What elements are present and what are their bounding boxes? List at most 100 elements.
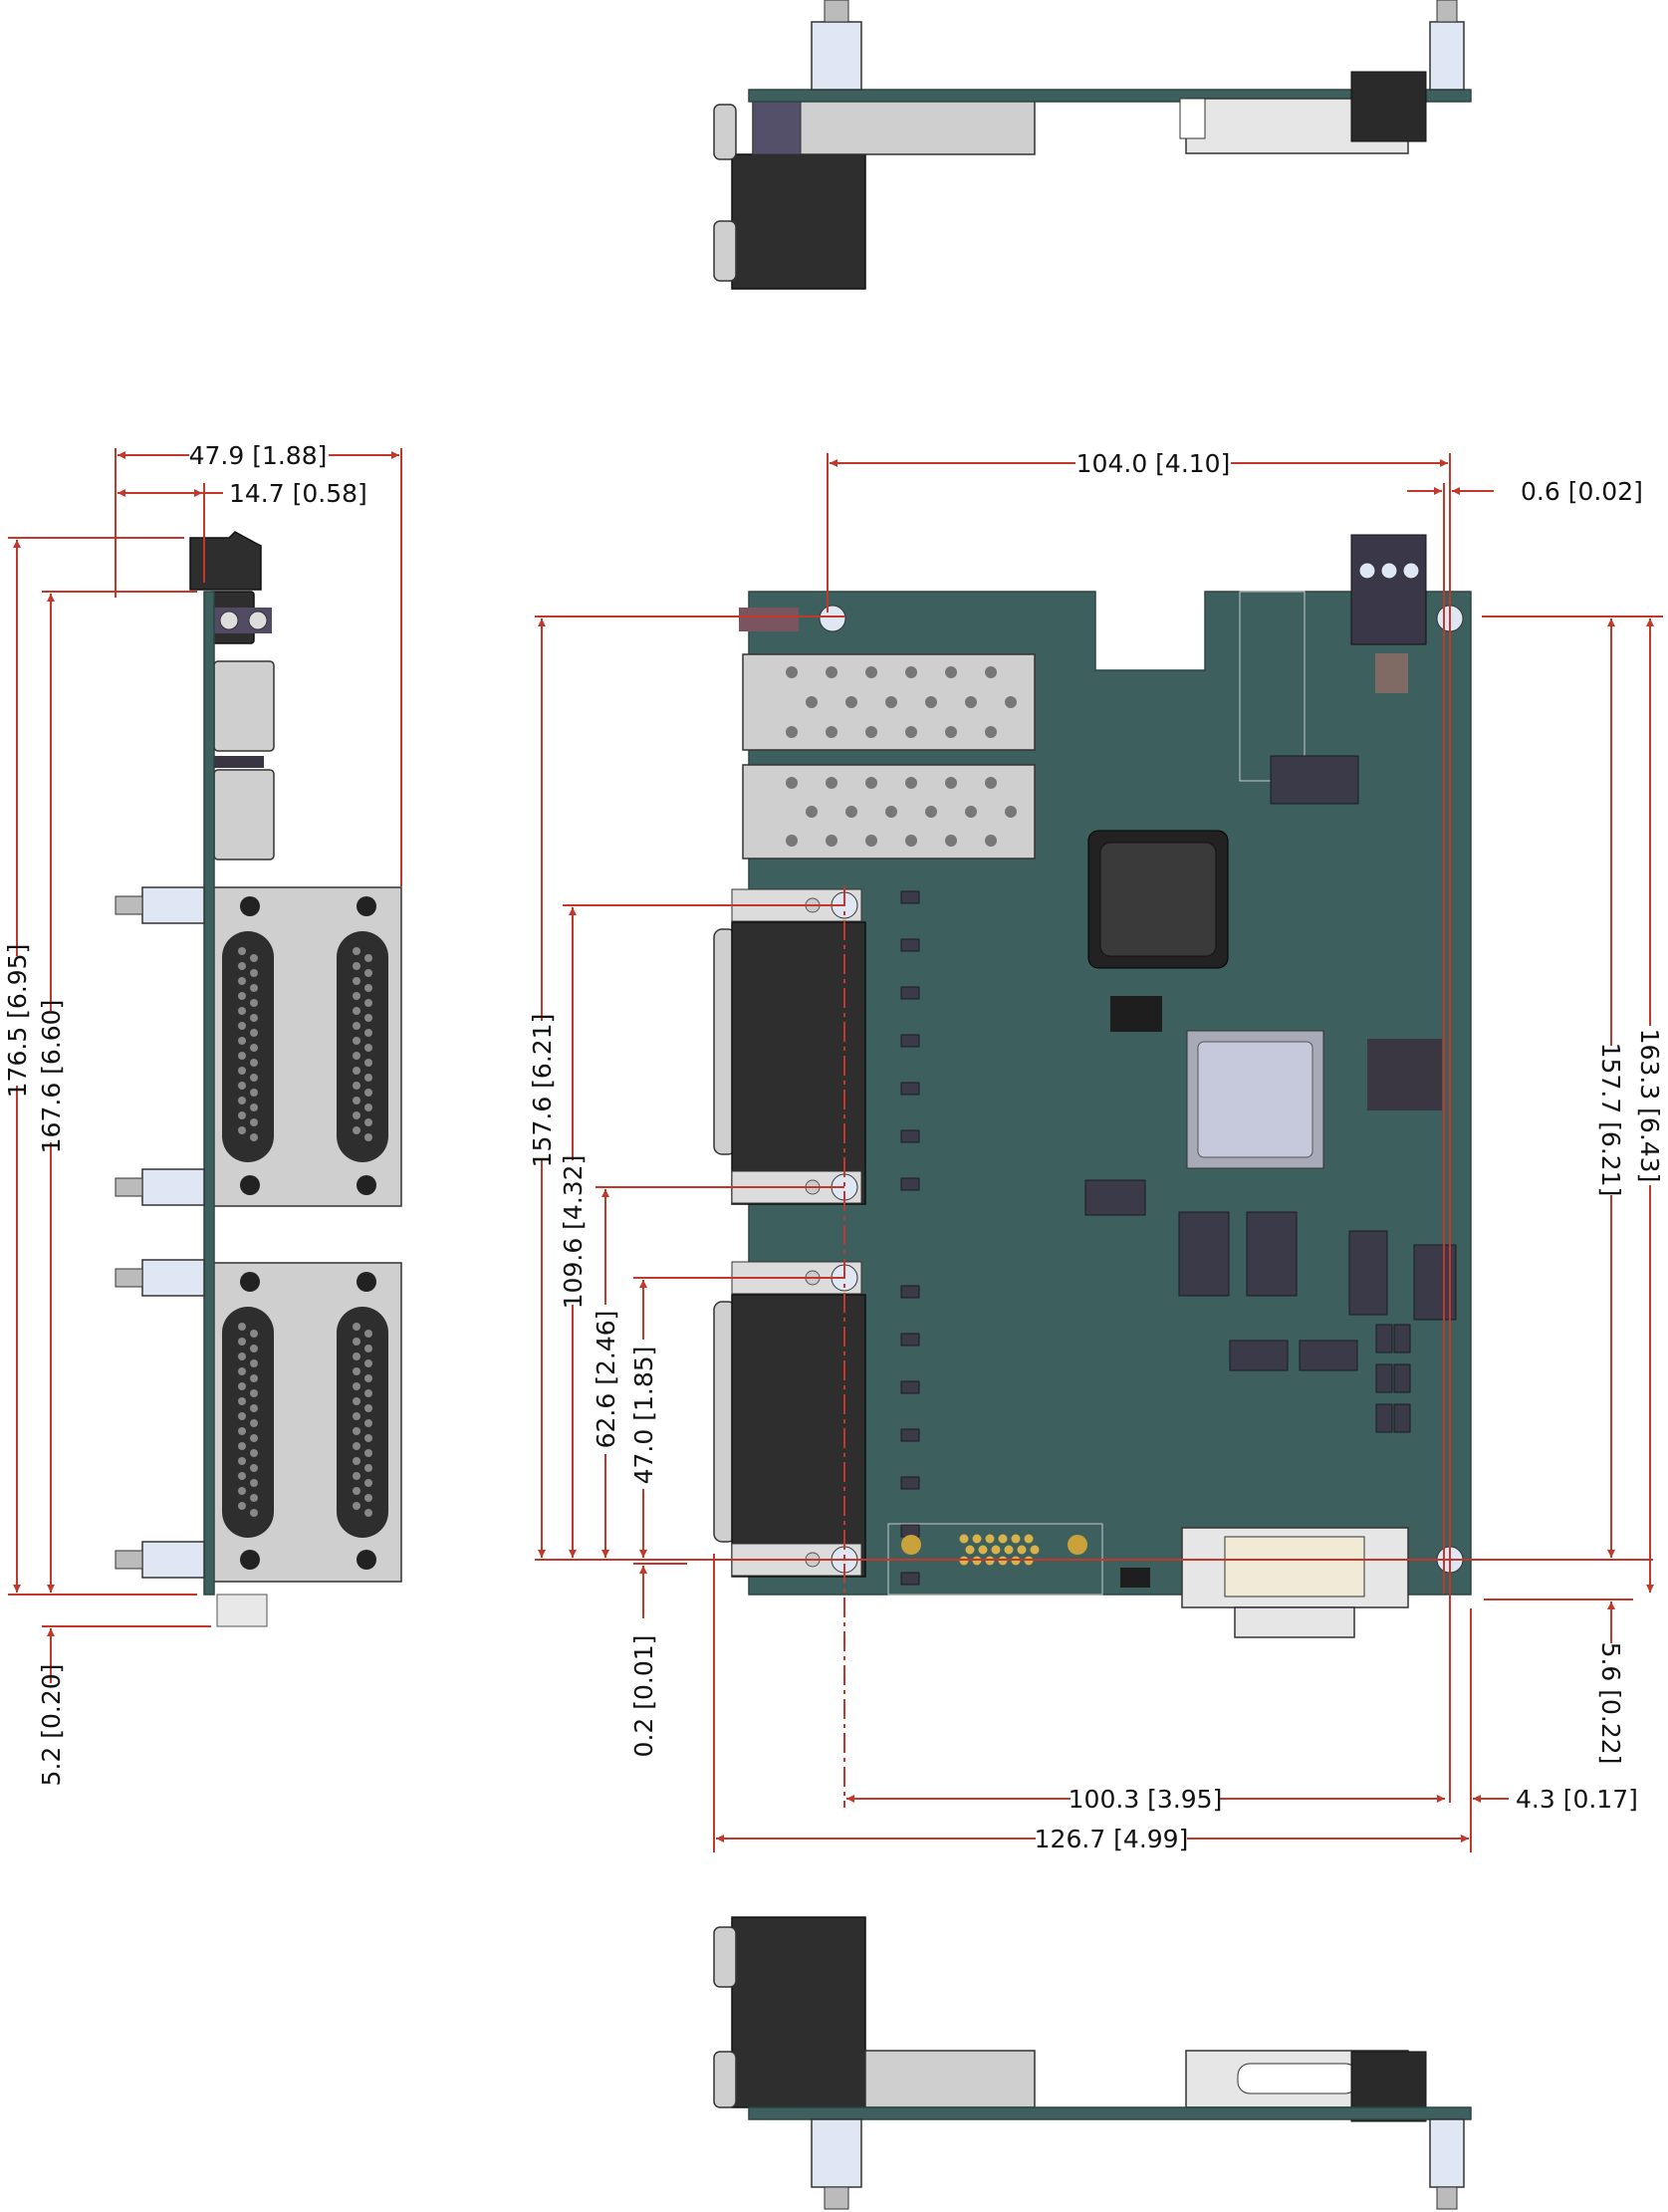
pin	[238, 1097, 246, 1105]
pin	[250, 1449, 258, 1457]
pin	[353, 1382, 360, 1390]
pin	[364, 1133, 372, 1141]
ic	[900, 986, 920, 1000]
pin	[353, 1097, 360, 1105]
pin	[250, 1509, 258, 1517]
standoff-thread	[115, 1268, 143, 1288]
ic	[900, 938, 920, 952]
pin	[353, 1472, 360, 1480]
pin	[1024, 1534, 1034, 1544]
standoff	[141, 1259, 205, 1297]
pin	[250, 1118, 258, 1126]
pin	[250, 1359, 258, 1367]
dim-bottom-right-offset: 4.3 [0.17]	[1516, 1785, 1638, 1814]
pin	[238, 962, 246, 970]
vent-hole	[905, 726, 917, 738]
vent-hole	[865, 777, 877, 789]
pin	[364, 1118, 372, 1126]
ic	[1299, 1340, 1358, 1371]
pin	[238, 992, 246, 1000]
vent-hole	[806, 806, 818, 818]
ic	[900, 890, 920, 904]
inductor	[1393, 1324, 1411, 1353]
sfp-side	[213, 769, 275, 860]
standoff	[141, 886, 205, 924]
pin	[353, 1457, 360, 1465]
vent-hole	[905, 777, 917, 789]
ic	[1120, 1568, 1150, 1588]
pin	[250, 1404, 258, 1412]
pin	[364, 1044, 372, 1052]
ic	[900, 1476, 920, 1490]
pin	[985, 1534, 995, 1544]
pin	[238, 1323, 246, 1331]
pin	[238, 1022, 246, 1030]
pin	[353, 962, 360, 970]
dim-left-hole-span-4: 47.0 [1.85]	[629, 1347, 658, 1485]
dim-side-bottom-overhang: 5.2 [0.20]	[37, 1664, 66, 1787]
pin	[250, 1464, 258, 1472]
standoff-thread	[1436, 0, 1458, 23]
pin	[353, 1323, 360, 1331]
dim-top-hole-offset: 0.6 [0.02]	[1521, 477, 1643, 506]
vent-hole	[865, 666, 877, 678]
pin	[364, 1330, 372, 1338]
pin	[238, 1412, 246, 1420]
pin	[238, 1338, 246, 1346]
vent-hole	[925, 806, 937, 818]
standoff-thread	[115, 1177, 143, 1197]
dsub-shell	[337, 1307, 388, 1538]
vent-hole	[885, 806, 897, 818]
vent-hole	[826, 777, 837, 789]
hex-nut	[240, 1272, 260, 1292]
pin	[353, 1427, 360, 1435]
inductor	[1375, 1324, 1393, 1353]
pin	[353, 1022, 360, 1030]
standoff-thread	[115, 1550, 143, 1570]
pin	[238, 1427, 246, 1435]
sfp-side	[213, 660, 275, 752]
dvi-shell	[1234, 1606, 1355, 1638]
pin	[364, 1104, 372, 1111]
pin	[353, 992, 360, 1000]
pin	[353, 1067, 360, 1075]
vent-hole	[925, 696, 937, 708]
vent-hole	[985, 666, 997, 678]
ic	[1348, 1230, 1388, 1316]
sfp-cage	[864, 2050, 1036, 2108]
dvi-port	[1237, 2063, 1358, 2094]
led	[248, 611, 268, 630]
led-block	[752, 98, 802, 155]
pin	[353, 1442, 360, 1450]
pin	[353, 977, 360, 985]
pin	[364, 1089, 372, 1097]
pin	[353, 1397, 360, 1405]
dim-right-hole-span: 157.7 [6.21]	[1596, 1043, 1625, 1197]
inductor	[1375, 1403, 1393, 1433]
ic	[1229, 1340, 1289, 1371]
pin	[353, 1126, 360, 1134]
pin	[364, 1404, 372, 1412]
hex-nut	[357, 1550, 376, 1570]
pin	[250, 1345, 258, 1352]
vent-hole	[945, 777, 957, 789]
pin	[250, 1044, 258, 1052]
main-board-view	[713, 534, 1472, 1638]
pin	[972, 1534, 982, 1544]
dvi-screw	[1179, 98, 1206, 139]
pin	[1011, 1534, 1021, 1544]
pin	[250, 1089, 258, 1097]
dim-bottom-total-width: 126.7 [4.99]	[1035, 1825, 1189, 1853]
pin	[364, 969, 372, 977]
pin	[353, 1367, 360, 1375]
pin	[238, 1502, 246, 1510]
dim-side-pcb-height: 167.6 [6.60]	[37, 1000, 66, 1154]
dsub-connector-body	[731, 153, 866, 290]
dim-left-hole-span-2: 109.6 [4.32]	[559, 1155, 588, 1310]
bottom-edge-view	[713, 1916, 1472, 2210]
pin	[353, 1007, 360, 1015]
standoff	[811, 2118, 862, 2188]
vent-hole	[945, 666, 957, 678]
ic	[900, 1129, 920, 1143]
vent-hole	[905, 835, 917, 847]
